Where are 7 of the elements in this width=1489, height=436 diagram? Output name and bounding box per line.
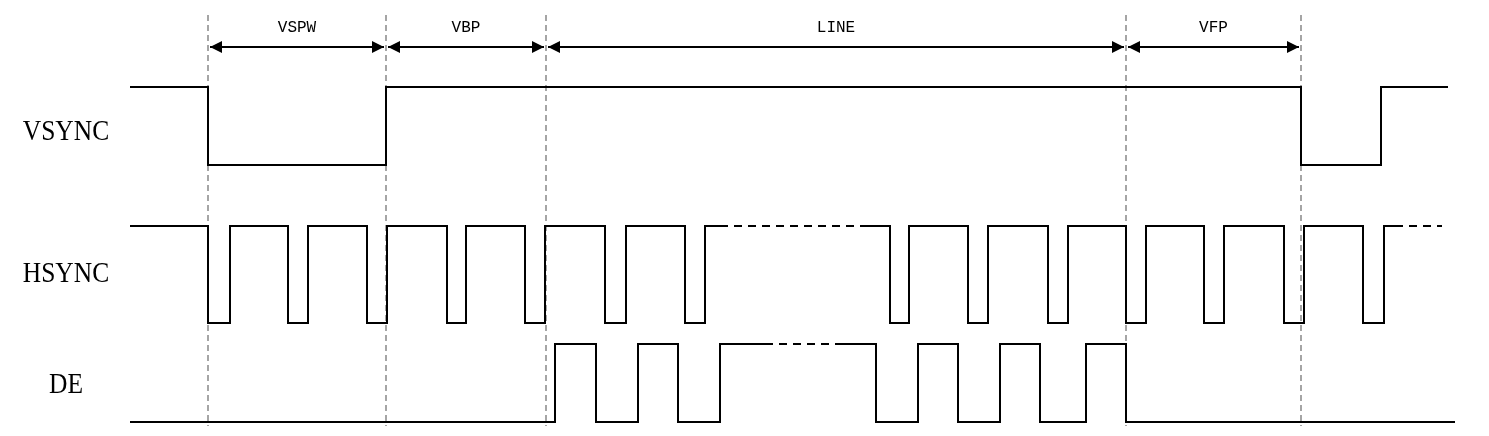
signal-name: VSYNC [22,115,110,145]
interval-label: VFP [1199,20,1228,36]
interval-label: LINE [816,20,856,36]
interval-label: VBP [451,20,481,36]
interval-label: VSPW [277,20,317,36]
signal-name: DE [49,368,83,398]
signal-name: HSYNC [22,257,110,287]
